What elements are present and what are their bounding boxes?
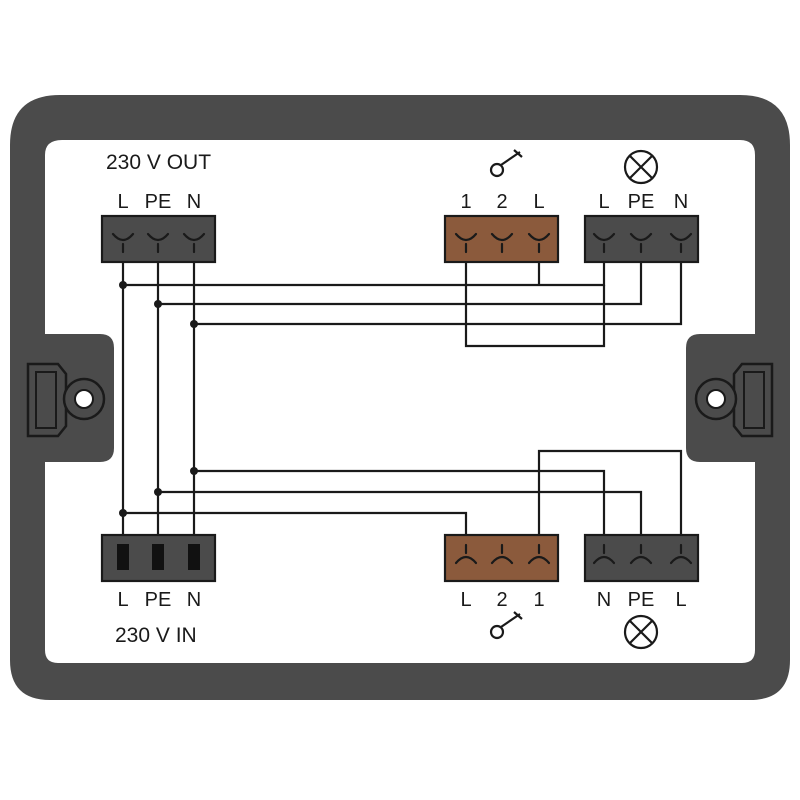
in-pin-l: L [117, 589, 128, 611]
left-mounting-lug [26, 362, 106, 438]
switch-top-pin-2: 2 [496, 191, 507, 213]
lamp-top-pin-pe: PE [628, 191, 655, 213]
junction-dot [190, 467, 198, 475]
switch-bottom-pin-1: 1 [533, 589, 544, 611]
switch-bottom-pin-2: 2 [496, 589, 507, 611]
lamp-bottom-pin-pe: PE [628, 589, 655, 611]
right-mounting-lug [694, 362, 774, 438]
terminal-switch-bottom [443, 533, 560, 583]
out-pin-l: L [117, 191, 128, 213]
switch-bottom-pin-l: L [460, 589, 471, 611]
in-title: 230 V IN [115, 624, 197, 647]
wire-top-n [194, 248, 683, 326]
junction-dot [154, 300, 162, 308]
wires [119, 246, 683, 552]
lamp-icon [623, 149, 659, 185]
junction-dot [190, 320, 198, 328]
lamp-bottom-pin-n: N [597, 589, 611, 611]
switch-top-pin-l: L [533, 191, 544, 213]
out-title: 230 V OUT [106, 151, 211, 174]
wire-bottom-n [194, 469, 606, 552]
in-pin-pe: PE [145, 589, 172, 611]
terminal-lamp-top [583, 214, 700, 264]
terminal-in [100, 533, 217, 583]
switch-icon [489, 149, 523, 178]
terminal-out [100, 214, 217, 264]
terminal-lamp-bottom [583, 533, 700, 583]
lamp-top-pin-l: L [598, 191, 609, 213]
switch-top-pin-1: 1 [460, 191, 471, 213]
out-pin-pe: PE [145, 191, 172, 213]
switch-icon [489, 611, 523, 640]
wire-bottom-switch-loop [537, 449, 683, 552]
terminal-switch-top [443, 214, 560, 264]
lamp-bottom-pin-l: L [675, 589, 686, 611]
wire-bottom-pe [158, 490, 643, 552]
wire-top-switch-loop [464, 248, 606, 348]
junction-dot [154, 488, 162, 496]
lamp-icon [623, 614, 659, 650]
junction-dot [119, 509, 127, 517]
lamp-top-pin-n: N [674, 191, 688, 213]
in-pin-n: N [187, 589, 201, 611]
wire-top-pe [158, 248, 643, 306]
junction-dot [119, 281, 127, 289]
out-pin-n: N [187, 191, 201, 213]
